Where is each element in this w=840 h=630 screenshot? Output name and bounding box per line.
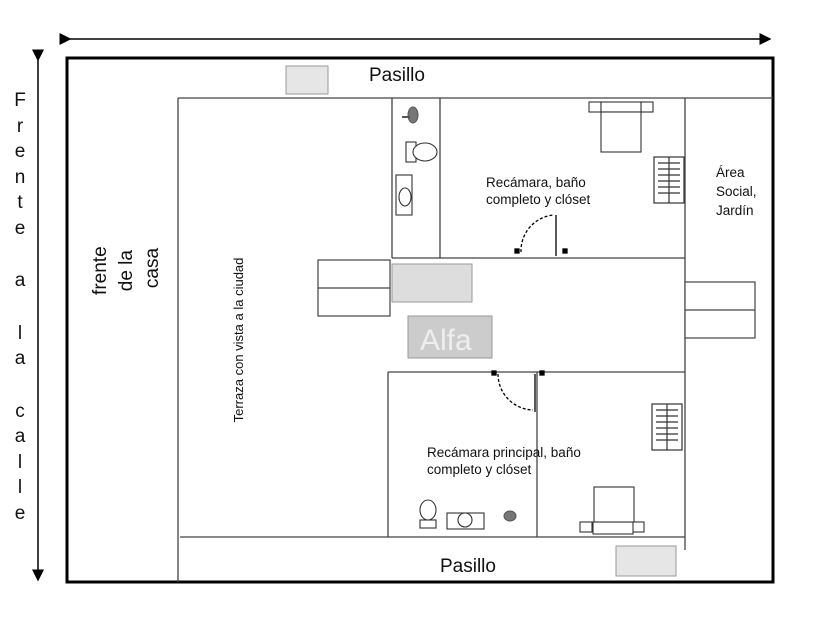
door-icon	[491, 214, 568, 412]
street-label-letter: l	[17, 477, 23, 498]
street-label-letter: e	[14, 217, 26, 239]
bedroom-1-label: Recámara, baño completo y clóset	[486, 175, 591, 207]
toilet-icon	[405, 141, 438, 529]
street-label-letter: c	[15, 400, 25, 422]
street-label-letter: e	[14, 141, 26, 162]
stairs-icon	[285, 65, 677, 577]
label-line: completo y clóset	[427, 462, 532, 477]
lot-boundary	[65, 56, 775, 584]
street-label-letter: a	[14, 348, 26, 369]
street-label-letter	[8, 372, 32, 399]
bed-icon	[579, 101, 654, 535]
master-bedroom-label: Recámara principal, baño completo y clós…	[427, 445, 585, 477]
front-of-house-label: frente de la casa	[90, 241, 163, 295]
label-line: Jardín	[716, 203, 754, 218]
wardrobe-left	[317, 259, 391, 317]
closet-icon	[651, 156, 685, 451]
street-label-letter: a	[14, 426, 26, 447]
pasillo-bottom-label: Pasillo	[440, 556, 496, 577]
label-line: frente	[90, 246, 111, 295]
street-label-letter: t	[17, 192, 23, 213]
wardrobe-right	[684, 281, 756, 339]
label-line: Social,	[716, 184, 757, 199]
shower-icon	[402, 106, 517, 522]
pasillo-top-label: Pasillo	[369, 65, 425, 86]
terrace-label: Terraza con vista a la ciudad	[231, 258, 246, 423]
street-label-letter: n	[14, 166, 26, 188]
street-label-letter: a	[14, 270, 26, 291]
street-label-letter: e	[14, 502, 26, 524]
street-label-letter: F	[14, 90, 26, 111]
social-area-label: Área Social, Jardín	[716, 165, 760, 218]
watermark: Alfa	[420, 324, 472, 357]
label-line: completo y clóset	[486, 192, 591, 207]
label-line: casa	[142, 248, 163, 289]
label-line: Recámara principal, baño	[427, 445, 581, 460]
sink-icon	[395, 174, 485, 530]
street-label-letter	[8, 241, 32, 268]
street-label-letter: l	[17, 322, 23, 344]
walls	[177, 97, 773, 582]
label-line: de la	[116, 250, 137, 292]
label-line: Recámara, baño	[486, 175, 586, 190]
street-label-letter: r	[16, 115, 24, 137]
label-line: Área	[716, 165, 745, 180]
street-label-letter: l	[17, 451, 23, 473]
street-label-letter	[8, 294, 32, 321]
